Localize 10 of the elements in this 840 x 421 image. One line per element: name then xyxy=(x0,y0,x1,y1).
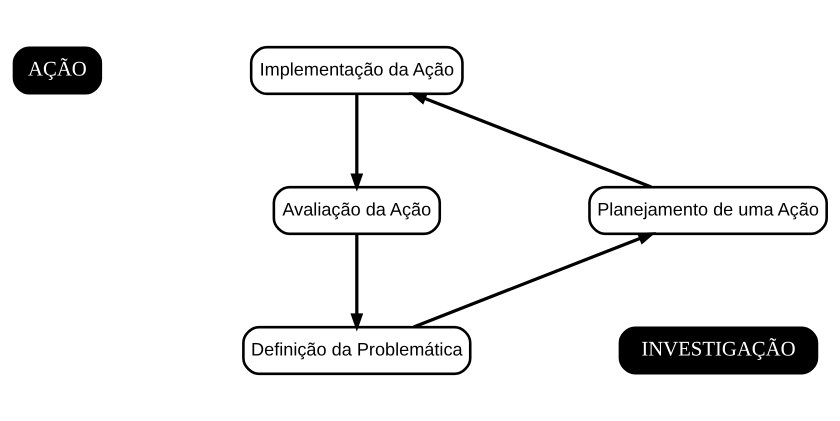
node-box: AÇÃO xyxy=(12,46,102,94)
node-box: Avaliação da Ação xyxy=(272,186,442,236)
node-box: Implementação da Ação xyxy=(250,46,464,96)
node-box: INVESTIGAÇÃO xyxy=(618,326,818,374)
node-box: Planejamento de uma Ação xyxy=(588,186,828,236)
arrow xyxy=(350,94,364,192)
arrow xyxy=(413,232,656,328)
node-box: Definição da Problemática xyxy=(242,326,472,376)
arrow xyxy=(350,234,364,332)
arrow xyxy=(408,92,652,188)
